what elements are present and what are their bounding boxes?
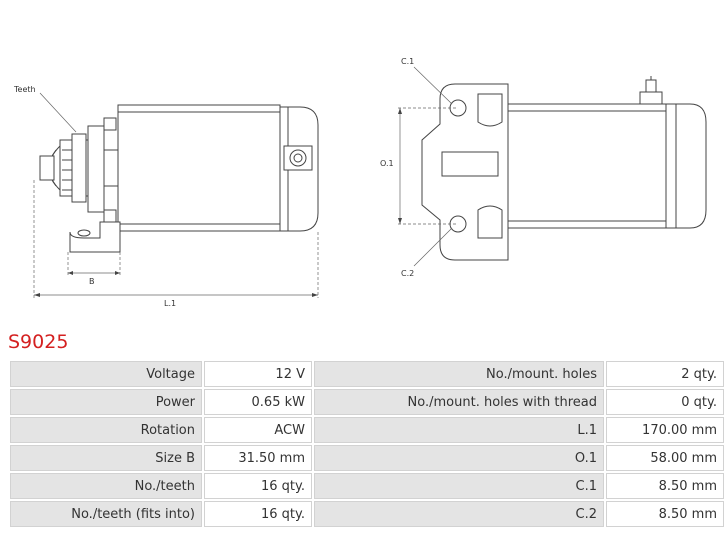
- spec-value: 31.50 mm: [204, 445, 312, 471]
- label-c2: C.2: [401, 269, 414, 278]
- spec-value: 0 qty.: [606, 389, 724, 415]
- technical-drawing: Teeth B L.1 C.1 O.1 C.2: [13, 57, 707, 308]
- label-o1: O.1: [380, 159, 394, 168]
- label-c1: C.1: [401, 57, 414, 66]
- spec-value: 2 qty.: [606, 361, 724, 387]
- spec-label: No./teeth (fits into): [10, 501, 202, 527]
- spec-label: Rotation: [10, 417, 202, 443]
- end-cap-front: [665, 103, 707, 229]
- label-b: B: [89, 277, 95, 286]
- product-code: S9025: [8, 331, 69, 353]
- drive-housing: [87, 117, 119, 223]
- spec-label: O.1: [314, 445, 604, 471]
- mounting-bracket: [69, 221, 121, 253]
- spec-label: C.1: [314, 473, 604, 499]
- terminal-nut: [283, 145, 313, 171]
- spec-value: 8.50 mm: [606, 501, 724, 527]
- label-l1: L.1: [164, 299, 176, 308]
- spec-label: Power: [10, 389, 202, 415]
- motor-body: [117, 104, 281, 232]
- label-teeth: Teeth: [13, 85, 36, 94]
- spec-label: L.1: [314, 417, 604, 443]
- spec-value: 0.65 kW: [204, 389, 312, 415]
- spec-label: C.2: [314, 501, 604, 527]
- spec-value: 58.00 mm: [606, 445, 724, 471]
- mount-hole-top: [449, 99, 467, 117]
- spec-label: No./mount. holes with thread: [314, 389, 604, 415]
- spec-label: Size B: [10, 445, 202, 471]
- spec-value: 16 qty.: [204, 501, 312, 527]
- spec-value: ACW: [204, 417, 312, 443]
- spec-value: 170.00 mm: [606, 417, 724, 443]
- spec-value: 16 qty.: [204, 473, 312, 499]
- spec-label: No./teeth: [10, 473, 202, 499]
- pinion-gear: [39, 133, 89, 203]
- spec-label: Voltage: [10, 361, 202, 387]
- spec-value: 12 V: [204, 361, 312, 387]
- motor-body-front: [507, 103, 667, 229]
- spec-value: 8.50 mm: [606, 473, 724, 499]
- mount-hole-bottom: [449, 215, 467, 233]
- terminal-bolt: [639, 76, 663, 105]
- spec-label: No./mount. holes: [314, 361, 604, 387]
- flange-slot: [441, 151, 499, 177]
